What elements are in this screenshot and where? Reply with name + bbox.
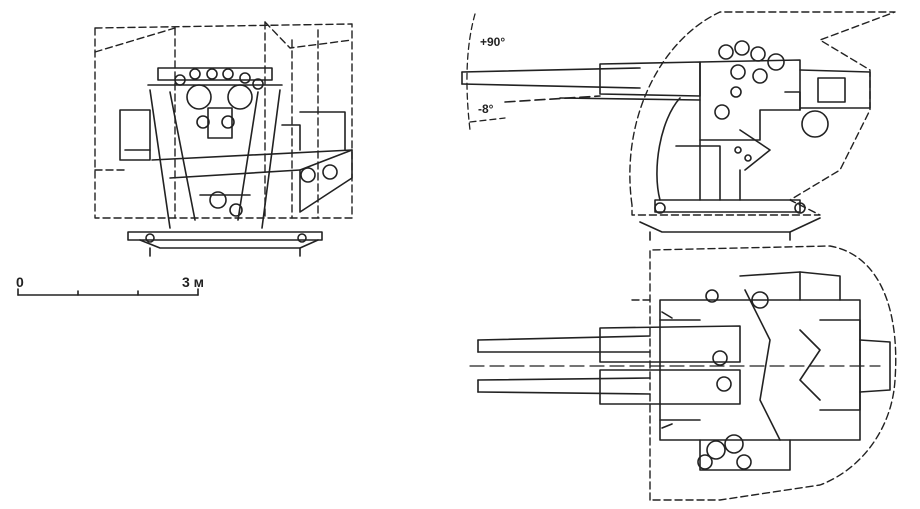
top-mount-body <box>659 271 891 471</box>
front-mount-body <box>119 67 353 229</box>
side-pedestal <box>639 97 821 241</box>
front-sight-right <box>227 84 253 110</box>
elevation-arc <box>466 13 506 131</box>
elevation-min-label: -8° <box>478 102 494 116</box>
top-shield-outline <box>649 245 897 501</box>
front-sight-left <box>186 84 212 110</box>
front-base <box>127 231 323 257</box>
side-view: +90° -8° <box>461 11 896 241</box>
front-shield-outline <box>94 21 353 219</box>
side-barrel <box>461 61 701 103</box>
front-lower-controls <box>199 124 338 217</box>
elevation-max-label: +90° <box>480 35 505 49</box>
front-view <box>94 21 353 257</box>
scale-start-label: 0 <box>16 274 24 290</box>
front-sight-knobs <box>174 68 264 139</box>
top-barrel-left <box>477 325 741 363</box>
side-breech <box>699 40 871 171</box>
top-view <box>469 245 897 501</box>
scale-bar: 0 3 м <box>16 274 204 296</box>
scale-end-label: 3 м <box>182 274 204 290</box>
top-barrel-right <box>477 369 741 405</box>
side-shield-outline <box>629 11 896 216</box>
